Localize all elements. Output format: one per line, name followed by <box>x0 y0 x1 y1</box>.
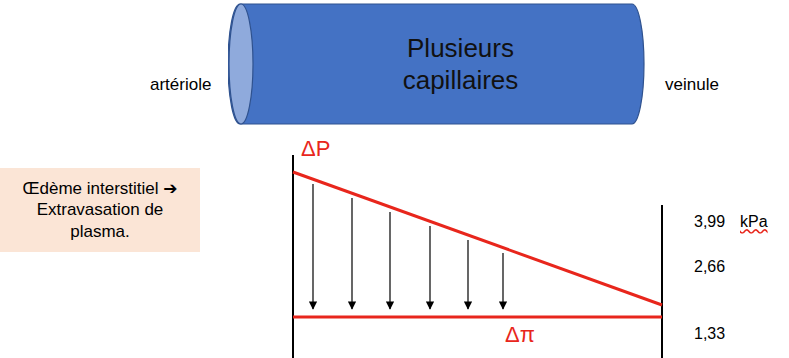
pressure-symbol: ΔP <box>301 136 330 162</box>
node-text: Plusieurs capillaires <box>381 3 541 97</box>
capillary-cylinder: Plusieurs capillaires <box>228 3 645 125</box>
filtration-arrow <box>467 240 468 309</box>
filtration-arrow <box>389 212 390 309</box>
filtration-arrow <box>502 253 503 309</box>
axis-value: 1,33 <box>694 325 725 343</box>
cylinder-end <box>229 4 253 124</box>
axis-unit: kPa <box>740 213 768 231</box>
right-axis <box>661 205 663 358</box>
axis-value: 2,66 <box>694 258 725 276</box>
hydrostatic-pressure-line <box>293 172 662 305</box>
filtration-arrow <box>351 198 352 309</box>
filtration-arrow <box>312 184 313 309</box>
node-text: Œdème interstitiel ➔ Extravasation de pl… <box>22 168 178 242</box>
vessel-label: artériole <box>150 75 211 95</box>
pressure-symbol: Δπ <box>505 322 535 348</box>
left-axis <box>292 155 294 358</box>
filtration-arrows <box>313 184 503 309</box>
vessel-label: veinule <box>665 75 719 95</box>
note-box: Œdème interstitiel ➔ Extravasation de pl… <box>0 168 200 252</box>
filtration-arrow <box>429 226 430 309</box>
oncotic-pressure-line <box>293 316 662 319</box>
cylinder-outline <box>228 3 645 125</box>
axis-value: 3,99 <box>694 213 725 231</box>
cylinder-body <box>228 4 644 124</box>
